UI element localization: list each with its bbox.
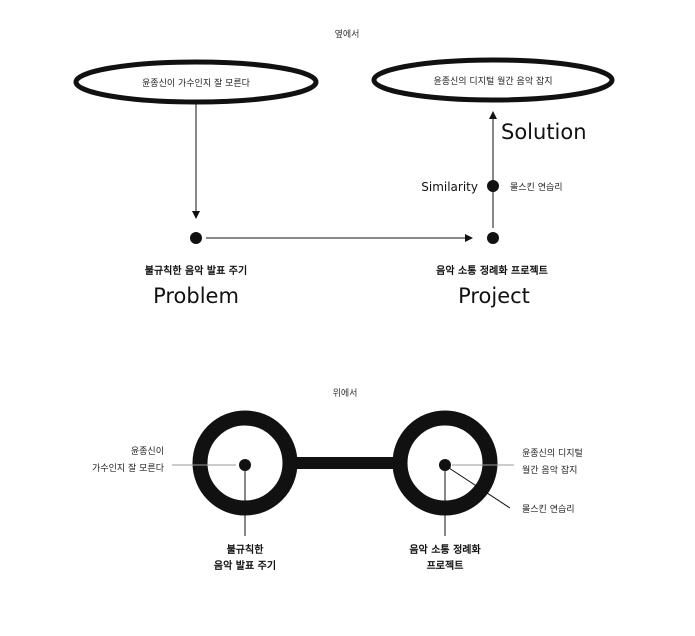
ellipse-right bbox=[371, 57, 615, 103]
similarity-sub-label: 몰스킨 연습리 bbox=[510, 182, 563, 193]
project-dot bbox=[487, 232, 499, 244]
left-bottom-line1: 불규칙한 bbox=[227, 543, 265, 556]
left-note-line1: 윤종신이 bbox=[131, 446, 164, 457]
right-bottom-line2: 프로젝트 bbox=[427, 559, 464, 572]
project-label: Project bbox=[458, 284, 530, 308]
problem-label: Problem bbox=[153, 284, 239, 308]
ring-left-dot bbox=[239, 459, 251, 471]
ellipse-left-label: 윤종신이 가수인지 잘 모른다 bbox=[142, 77, 251, 89]
left-note-line2: 가수인지 잘 모른다 bbox=[92, 462, 165, 474]
ring-right-dot bbox=[439, 459, 451, 471]
side-view-title: 옆에서 bbox=[335, 29, 360, 40]
right-note-line1: 윤종신의 디지털 bbox=[522, 447, 583, 459]
right-bottom-line1: 음악 소통 정례화 bbox=[409, 543, 481, 556]
right-sub-note: 몰스킨 연습리 bbox=[522, 504, 575, 515]
top-view-title: 위에서 bbox=[333, 388, 358, 399]
solution-label: Solution bbox=[501, 120, 587, 144]
problem-dot bbox=[190, 232, 202, 244]
ellipse-right-label: 윤종신의 디지털 월간 음악 잡지 bbox=[433, 75, 552, 87]
left-bottom-line2: 음악 발표 주기 bbox=[214, 559, 276, 572]
leader-right-diagonal bbox=[448, 467, 511, 509]
similarity-label: Similarity bbox=[421, 180, 478, 194]
connector-bar bbox=[291, 457, 399, 469]
problem-korean-label: 불규칙한 음악 발표 주기 bbox=[145, 264, 247, 277]
project-korean-label: 음악 소통 정례화 프로젝트 bbox=[436, 264, 548, 277]
similarity-dot bbox=[487, 180, 499, 192]
right-note-line2: 월간 음악 잡지 bbox=[522, 464, 577, 476]
